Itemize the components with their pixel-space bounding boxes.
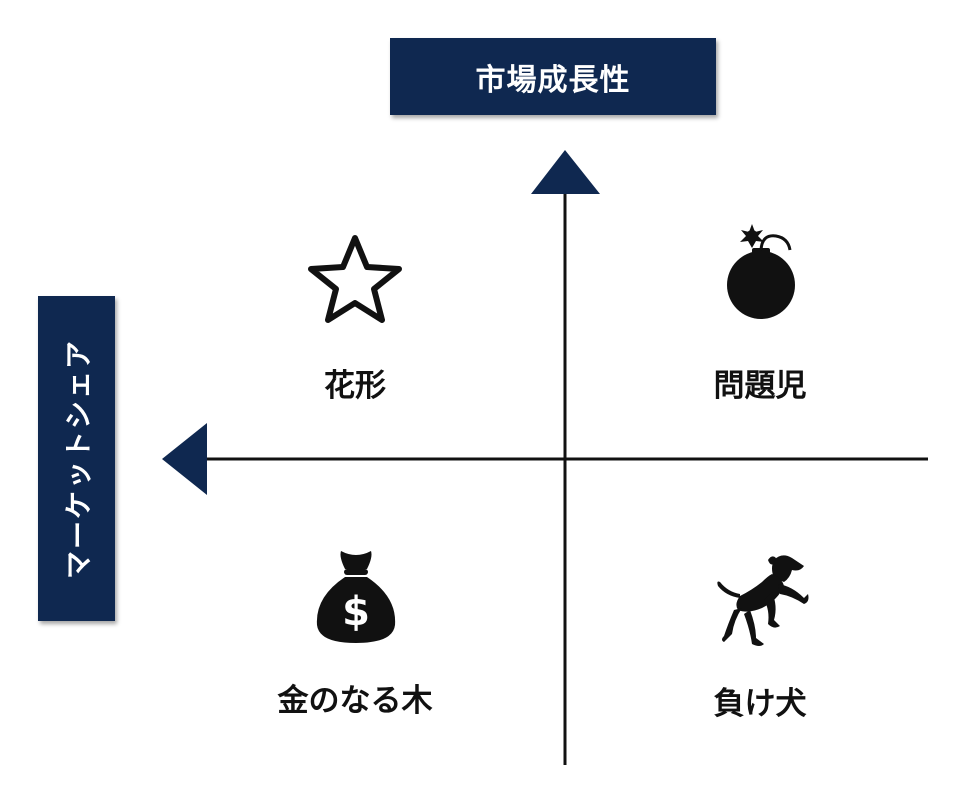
svg-text:$: $ [342, 589, 370, 635]
vertical-axis-arrowhead [531, 150, 600, 194]
quadrant-label-problem-child: 問題児 [713, 368, 807, 404]
quadrant-label-star: 花形 [324, 368, 386, 404]
horizontal-axis-arrowhead [162, 423, 207, 495]
quadrant-label-dog: 負け犬 [713, 686, 807, 722]
quadrant-label-cash-cow: 金のなる木 [277, 683, 433, 719]
star-icon [308, 235, 402, 323]
money-bag-icon: $ [316, 551, 396, 643]
market-share-label: マーケットシェア [38, 296, 115, 621]
dog-icon [717, 555, 809, 646]
market-growth-text: 市場成長性 [475, 62, 631, 98]
market-share-text: マーケットシェア [61, 338, 95, 579]
bomb-icon [727, 224, 795, 319]
market-growth-label: 市場成長性 [390, 38, 716, 115]
